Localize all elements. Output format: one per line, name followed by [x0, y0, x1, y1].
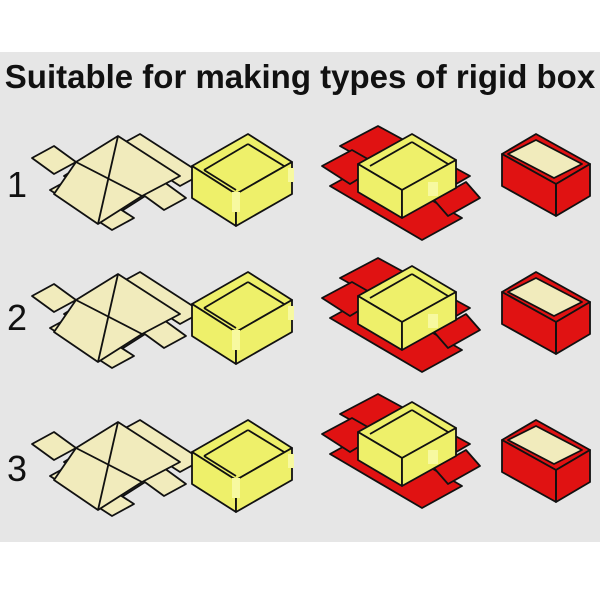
page-title: Suitable for making types of rigid box — [4, 58, 596, 95]
flat-blank-row-1 — [31, 133, 203, 231]
folded-tray-row-3 — [191, 419, 295, 513]
flat-blank-row-3 — [31, 419, 203, 517]
flat-blank-row-2 — [31, 271, 203, 369]
folded-tray-row-1 — [191, 133, 295, 227]
finished-box-row-3 — [501, 419, 591, 503]
row-number-1: 1 — [6, 164, 28, 205]
finished-box-row-1 — [501, 133, 591, 217]
wrapped-box-row-1 — [321, 125, 481, 241]
wrapped-box-row-2 — [321, 257, 481, 373]
row-number-3: 3 — [6, 448, 28, 489]
row-number-2: 2 — [6, 297, 28, 338]
finished-box-row-2 — [501, 271, 591, 355]
wrapped-box-row-3 — [321, 393, 481, 509]
folded-tray-row-2 — [191, 271, 295, 365]
